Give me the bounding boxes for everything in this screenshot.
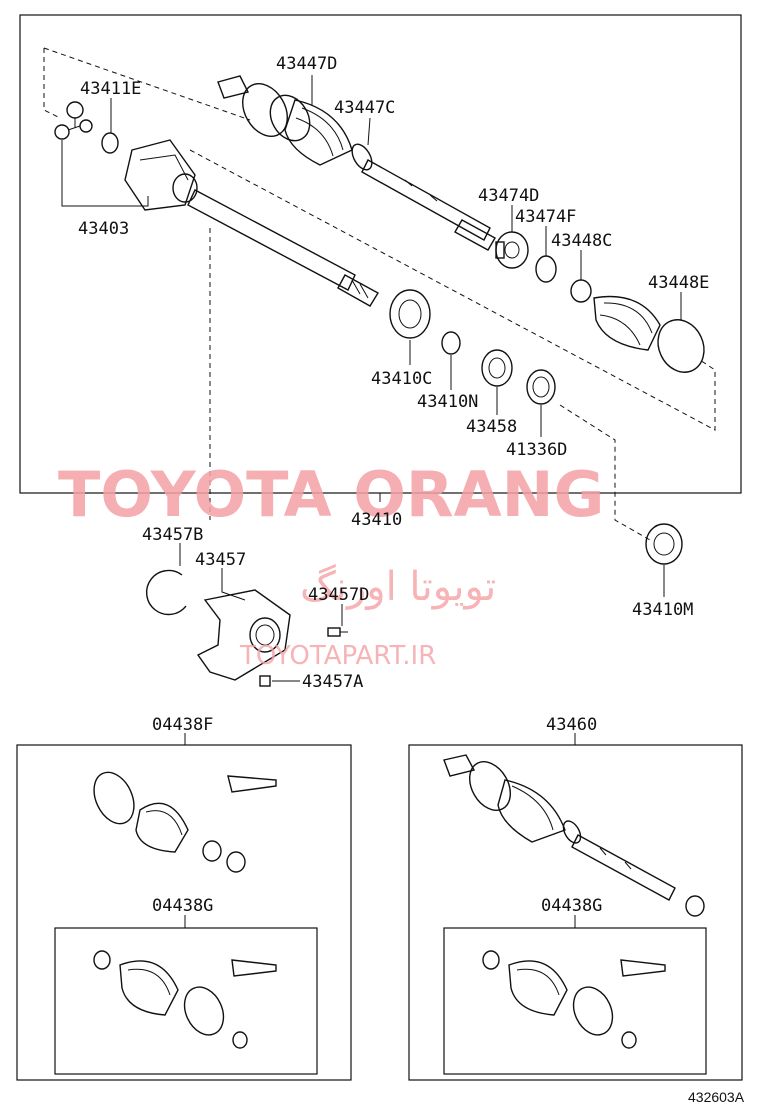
bearing-43410M [645, 523, 683, 565]
kit-frame-04438G-left [54, 927, 318, 1075]
seal-43458 [481, 349, 513, 387]
label-43411E: 43411E [80, 79, 141, 99]
snap-ring-43410N [441, 331, 461, 355]
snap-ring-43457B [145, 569, 187, 616]
label-43447D: 43447D [276, 54, 337, 74]
label-43410C: 43410C [371, 369, 432, 389]
watermark-brand: TOYOTA ORANG [58, 458, 604, 531]
label-43457D: 43457D [308, 585, 369, 605]
inner-boot-43448E [593, 295, 661, 351]
inboard-joint-housing-43403 [124, 139, 198, 211]
kit-43460-shaft [443, 754, 705, 917]
kit-frame-04438G-right [443, 927, 707, 1075]
label-43474D: 43474D [478, 186, 539, 206]
label-43458: 43458 [466, 417, 517, 437]
tripod-joint-43474D [495, 231, 529, 269]
label-43457: 43457 [195, 550, 246, 570]
lower-drive-shaft [187, 189, 379, 307]
assembly-dashed-top [43, 47, 251, 121]
upper-drive-shaft [361, 159, 496, 251]
bolt-43457A [259, 675, 271, 687]
leader-lines [110, 75, 682, 682]
boot-band-43448E [657, 319, 705, 373]
kit-04438G-right-parts [482, 950, 666, 1049]
label-43448E: 43448E [648, 273, 709, 293]
label-43457B: 43457B [142, 525, 203, 545]
boot-clamp-43448C [570, 279, 592, 303]
label-43410N: 43410N [417, 392, 478, 412]
kit-04438F-parts [93, 771, 277, 873]
label-41336D: 41336D [506, 440, 567, 460]
label-43448C: 43448C [551, 231, 612, 251]
snap-ring-43411E [101, 132, 119, 154]
assembly-dashed-outline [43, 48, 61, 119]
label-43474F: 43474F [515, 207, 576, 227]
label-04438G-right: 04438G [541, 896, 602, 916]
watermark-site: TOYOTAPART.IR [239, 641, 436, 671]
assembly-dashed-bearing-link [559, 404, 651, 541]
tripod-43411E [54, 101, 93, 140]
kit-frame-04438F [16, 744, 352, 1081]
bearing-43410C [389, 289, 431, 339]
watermark-persian: تویوتا اورنگ [300, 564, 496, 610]
assembly-dashed-right [189, 149, 716, 431]
label-04438F: 04438F [152, 715, 213, 735]
label-43410: 43410 [351, 510, 402, 530]
label-43460: 43460 [546, 715, 597, 735]
label-43457A: 43457A [302, 672, 363, 692]
snap-ring-43474F [535, 255, 557, 283]
seal-41336D [526, 369, 556, 405]
center-bracket-43457 [196, 589, 291, 681]
kit-04438G-left-parts [93, 950, 277, 1049]
diagram-code: 432603A [688, 1089, 745, 1105]
bolt-43457D [327, 627, 348, 637]
label-43447C: 43447C [334, 98, 395, 118]
outer-cv-joint-43447D [217, 75, 373, 171]
label-43403: 43403 [78, 219, 129, 239]
bracket-line-43403 [61, 140, 149, 207]
label-43410M: 43410M [632, 600, 693, 620]
label-04438G-left: 04438G [152, 896, 213, 916]
